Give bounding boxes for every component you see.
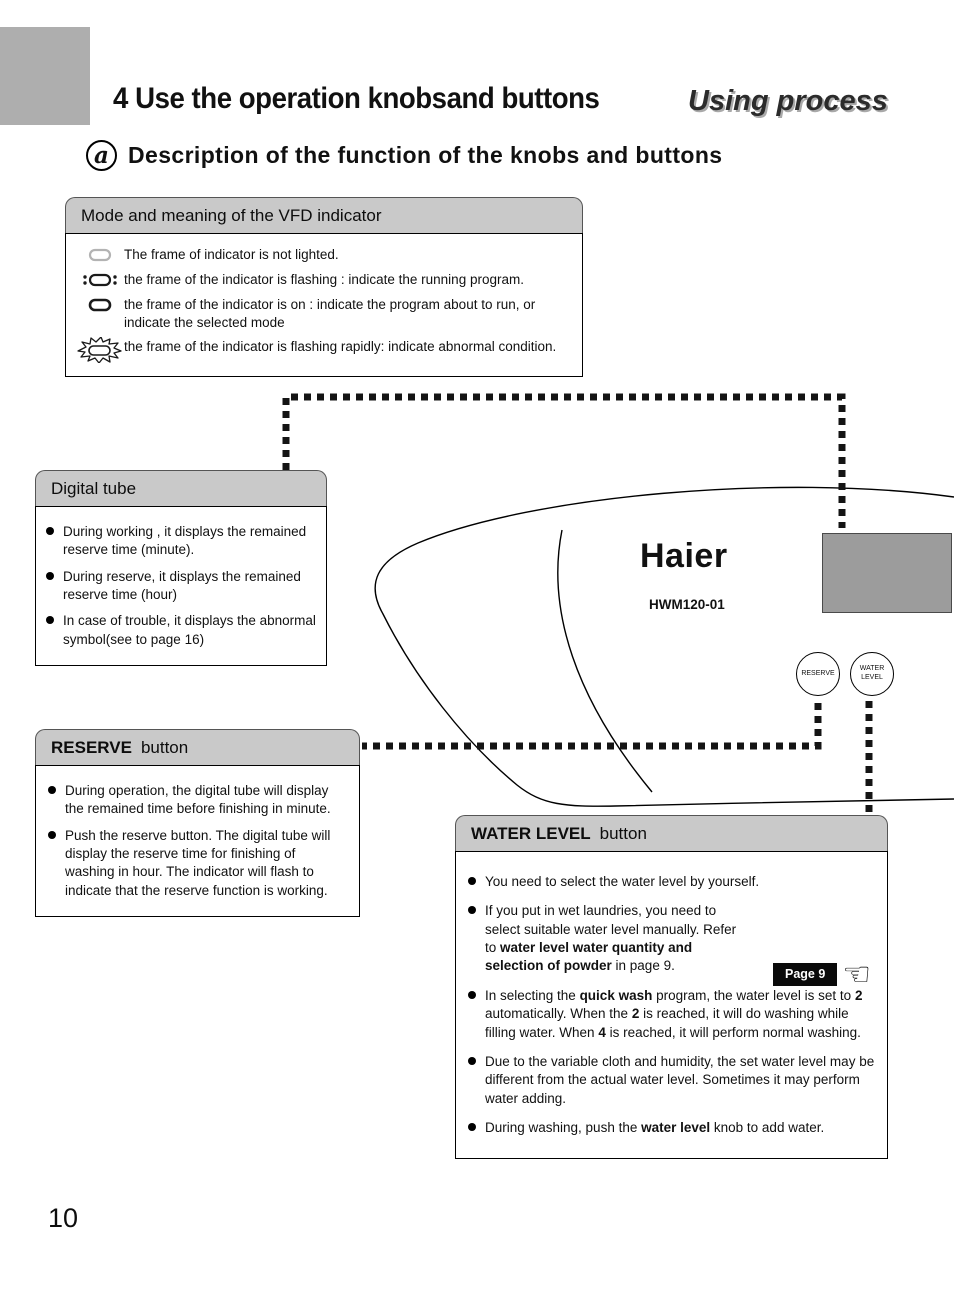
vfd-indicator-box: Mode and meaning of the VFD indicator Th… [65,197,583,378]
vfd-indicator-item: the frame of the indicator is on : indic… [76,295,572,332]
bullet-icon [468,1122,476,1131]
list-item: During operation, the digital tube will … [48,782,347,819]
vfd-indicator-item: the frame of the indicator is flashing r… [76,337,572,364]
model-number: HWM120-01 [649,597,725,612]
list-item-text: During operation, the digital tube will … [65,783,331,817]
corner-decoration [0,27,90,125]
indicator-off-icon [76,245,124,265]
connector-line-reserve [362,703,822,750]
reserve-button-box: RESERVE button During operation, the dig… [35,729,360,918]
list-item-text: During working , it displays the remaine… [63,524,307,558]
list-item-text: You need to select the water level by yo… [485,874,760,889]
vfd-box-title: Mode and meaning of the VFD indicator [81,205,382,225]
list-item: In case of trouble, it displays the abno… [46,612,316,649]
vfd-indicator-item: the frame of the indicator is flashing :… [76,270,572,290]
section-heading: a Description of the function of the kno… [86,140,723,171]
indicator-flashing-icon [76,270,124,290]
water-level-box-title-rest: button [599,823,647,843]
machine-panel-inner-line [557,529,653,793]
list-item: In selecting the quick wash program, the… [468,987,875,1042]
vfd-indicator-item: The frame of indicator is not lighted. [76,245,572,265]
bullet-icon [468,877,476,885]
water-level-knob: WATER LEVEL [850,652,894,696]
water-level-box-header: WATER LEVEL button [455,815,888,851]
water-level-box-title: WATER LEVEL [471,823,591,843]
vfd-indicator-text: the frame of the indicator is flashing r… [124,339,557,355]
vfd-box-header: Mode and meaning of the VFD indicator [65,197,583,233]
list-item: Due to the variable cloth and humidity, … [468,1053,875,1108]
list-item: Push the reserve button. The digital tub… [48,827,347,900]
vfd-indicator-text: the frame of the indicator is on : indic… [124,297,536,331]
water-level-knob-label: WATER LEVEL [859,665,885,681]
section-letter-icon: a [86,140,117,171]
digital-tube-title: Digital tube [51,478,137,498]
page-reference: Page 9☜ [773,958,871,990]
bullet-icon [48,786,56,794]
bullet-icon [468,906,476,915]
bullet-icon [46,616,54,625]
indicator-rapid-flash-icon [76,337,124,364]
digital-tube-box: Digital tube During working , it display… [35,470,327,667]
bullet-icon [48,830,56,839]
indicator-on-icon [76,295,124,315]
list-item-text: If you put in wet laundries, you need to… [485,903,737,974]
connector-line-top [282,393,846,528]
pointing-hand-icon: ☜ [842,956,871,993]
water-level-list: You need to select the water level by yo… [455,851,888,1160]
digital-tube-list: During working , it displays the remaine… [35,506,327,667]
page-9-badge: Page 9 [773,962,838,986]
list-item: During washing, push the water level kno… [468,1119,875,1137]
reserve-knob: RESERVE [796,652,840,696]
list-item: During reserve, it displays the remained… [46,568,316,605]
page-title: 4 Use the operation knobsand buttons [113,82,600,115]
bullet-icon [46,571,54,580]
page-number: 10 [48,1203,79,1233]
bullet-icon [468,1056,476,1065]
bullet-icon [468,990,476,999]
reserve-box-title-rest: button [140,737,189,757]
bullet-icon [46,527,54,535]
list-item-text: During reserve, it displays the remained… [63,568,301,603]
water-level-button-box: WATER LEVEL button You need to select th… [455,815,888,1160]
reserve-knob-label: RESERVE [801,669,835,677]
section-title: Description of the function of the knobs… [128,142,723,168]
list-item: If you put in wet laundries, you need to… [468,902,875,990]
vfd-indicator-list: The frame of indicator is not lighted. th… [65,233,583,378]
list-item-text: During washing, push the water level kno… [485,1119,825,1135]
list-item-text: Due to the variable cloth and humidity, … [485,1053,875,1106]
using-process-label: Using process [688,85,888,117]
brand-logo: Haier [640,537,728,575]
vfd-indicator-text: The frame of indicator is not lighted. [124,247,339,262]
list-item-text: In selecting the quick wash program, the… [485,987,863,1040]
machine-display-panel [822,533,952,613]
reserve-box-header: RESERVE button [35,729,360,765]
list-item: During working , it displays the remaine… [46,523,316,560]
list-item-text: Push the reserve button. The digital tub… [65,827,331,898]
list-item-text: In case of trouble, it displays the abno… [63,613,316,647]
reserve-box-title: RESERVE [51,737,132,757]
reserve-list: During operation, the digital tube will … [35,765,360,918]
list-item: You need to select the water level by yo… [468,873,875,891]
digital-tube-header: Digital tube [35,470,327,506]
vfd-indicator-text: the frame of the indicator is flashing :… [124,272,524,287]
